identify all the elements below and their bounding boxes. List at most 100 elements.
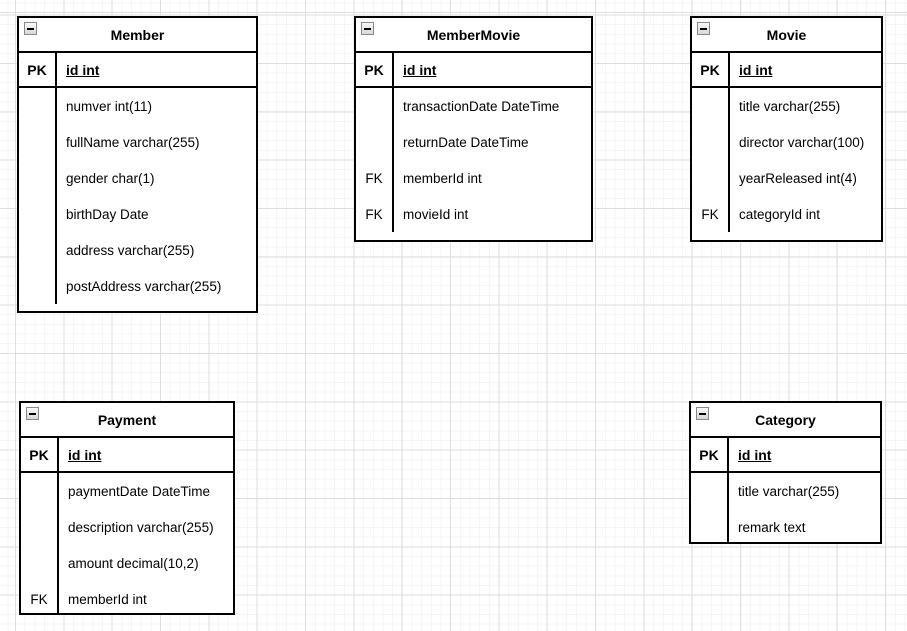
pk-field-cell: id int (59, 438, 233, 471)
table-row[interactable]: returnDate DateTime (356, 124, 591, 160)
fk-key-label: FK (356, 196, 394, 232)
minus-glyph (27, 27, 34, 30)
key-cell-empty (19, 124, 57, 160)
table-title: MemberMovie (426, 26, 521, 43)
fk-key-label: FK (692, 196, 730, 232)
key-cell-empty (692, 124, 730, 160)
pk-field-text: id int (403, 61, 437, 78)
field-cell: postAddress varchar(255) (66, 278, 222, 294)
minus-glyph (700, 27, 707, 30)
pk-field-cell: id int (729, 438, 880, 471)
field-cell: memberId int (68, 591, 147, 607)
pk-key-label: PK (356, 53, 394, 86)
key-cell-empty (21, 509, 59, 545)
pk-key-label: PK (21, 438, 59, 471)
table-title: Payment (97, 411, 157, 428)
minus-glyph (364, 27, 371, 30)
collapse-icon[interactable] (24, 22, 37, 35)
table-row-pk[interactable]: PK id int (691, 438, 880, 473)
table-row[interactable]: title varchar(255) (691, 473, 880, 509)
table-row[interactable]: yearReleased int(4) (692, 160, 881, 196)
table-row[interactable]: address varchar(255) (19, 232, 256, 268)
key-cell-empty (692, 160, 730, 196)
fk-key-label: FK (356, 160, 394, 196)
table-row[interactable]: birthDay Date (19, 196, 256, 232)
fk-key-label: FK (21, 581, 59, 613)
pk-key-label: PK (691, 438, 729, 471)
key-cell-empty (356, 88, 394, 124)
table-row[interactable]: transactionDate DateTime (356, 88, 591, 124)
field-cell: director varchar(100) (739, 134, 865, 150)
table-title: Category (755, 411, 816, 428)
field-cell: numver int(11) (66, 98, 153, 114)
table-header[interactable]: Category (691, 403, 880, 438)
minus-glyph (699, 412, 706, 415)
table-row[interactable]: FK movieId int (356, 196, 591, 232)
key-cell-empty (19, 268, 57, 304)
table-row[interactable]: postAddress varchar(255) (19, 268, 256, 304)
table-row[interactable]: fullName varchar(255) (19, 124, 256, 160)
field-cell: transactionDate DateTime (403, 98, 560, 114)
table-row[interactable]: paymentDate DateTime (21, 473, 233, 509)
field-cell: memberId int (403, 170, 482, 186)
minus-glyph (29, 412, 36, 415)
pk-field-cell: id int (730, 53, 881, 86)
field-cell: yearReleased int(4) (739, 170, 857, 186)
pk-field-cell: id int (394, 53, 591, 86)
table-row[interactable]: FK memberId int (21, 581, 233, 613)
key-cell-empty (21, 545, 59, 581)
field-cell: movieId int (403, 206, 469, 222)
field-cell: gender char(1) (66, 170, 155, 186)
key-cell-empty (19, 196, 57, 232)
field-cell: paymentDate DateTime (68, 483, 211, 499)
table-row[interactable]: FK memberId int (356, 160, 591, 196)
key-cell-empty (19, 88, 57, 124)
table-header[interactable]: Member (19, 18, 256, 53)
table-header[interactable]: MemberMovie (356, 18, 591, 53)
key-cell-empty (692, 88, 730, 124)
table-row-pk[interactable]: PK id int (356, 53, 591, 88)
table-row[interactable]: title varchar(255) (692, 88, 881, 124)
pk-field-text: id int (66, 61, 100, 78)
collapse-icon[interactable] (697, 22, 710, 35)
key-cell-empty (356, 124, 394, 160)
table-row[interactable]: description varchar(255) (21, 509, 233, 545)
table-header[interactable]: Payment (21, 403, 233, 438)
field-cell: remark text (738, 519, 806, 535)
table-row[interactable]: director varchar(100) (692, 124, 881, 160)
collapse-icon[interactable] (26, 407, 39, 420)
table-row[interactable]: numver int(11) (19, 88, 256, 124)
key-cell-empty (691, 509, 729, 542)
collapse-icon[interactable] (361, 22, 374, 35)
key-cell-empty (691, 473, 729, 509)
field-cell: amount decimal(10,2) (68, 555, 199, 571)
table-row-pk[interactable]: PK id int (19, 53, 256, 88)
key-cell-empty (19, 160, 57, 196)
table-title: Member (110, 26, 165, 43)
key-cell-empty (21, 473, 59, 509)
table-row-pk[interactable]: PK id int (21, 438, 233, 473)
field-cell: address varchar(255) (66, 242, 195, 258)
table-row-pk[interactable]: PK id int (692, 53, 881, 88)
table-row[interactable]: remark text (691, 509, 880, 542)
pk-field-text: id int (68, 446, 102, 463)
table-row[interactable]: gender char(1) (19, 160, 256, 196)
pk-field-text: id int (739, 61, 773, 78)
collapse-icon[interactable] (696, 407, 709, 420)
pk-key-label: PK (19, 53, 57, 86)
field-cell: birthDay Date (66, 206, 149, 222)
field-cell: title varchar(255) (739, 98, 841, 114)
field-cell: description varchar(255) (68, 519, 214, 535)
table-header[interactable]: Movie (692, 18, 881, 53)
pk-key-label: PK (692, 53, 730, 86)
table-row[interactable]: amount decimal(10,2) (21, 545, 233, 581)
field-cell: returnDate DateTime (403, 134, 529, 150)
pk-field-text: id int (738, 446, 772, 463)
